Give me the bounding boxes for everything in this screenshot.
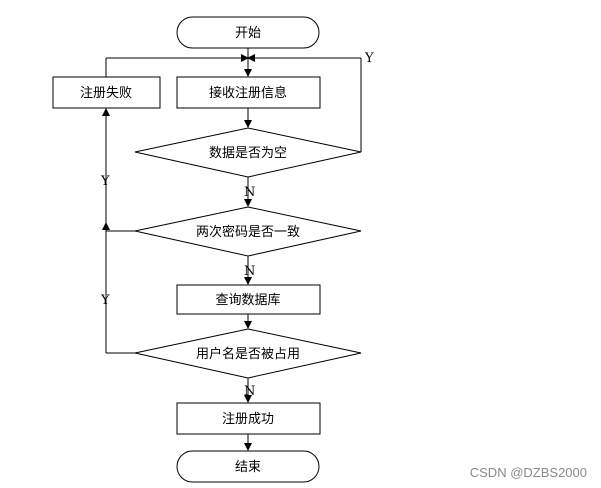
- password-no-label: N: [244, 264, 255, 279]
- data-empty-decision: 数据是否为空: [134, 127, 362, 178]
- end-terminator: 结束: [176, 450, 320, 483]
- start-terminator: 开始: [176, 16, 320, 49]
- taken-yes-label: Y: [100, 293, 110, 308]
- success-label: 注册成功: [222, 412, 274, 427]
- merge-arrow-right: [241, 54, 249, 62]
- success-box: 注册成功: [176, 402, 321, 435]
- data-empty-label: 数据是否为空: [209, 146, 287, 161]
- taken-no-label: N: [244, 384, 255, 399]
- fail-box: 注册失败: [52, 76, 161, 109]
- password-yes-label: Y: [100, 174, 110, 189]
- data-empty-yes-label: Y: [364, 51, 374, 66]
- merge-arrow-left: [247, 54, 255, 62]
- start-label: 开始: [235, 26, 261, 41]
- receive-info-box: 接收注册信息: [176, 76, 321, 109]
- username-taken-decision: 用户名是否被占用: [134, 328, 362, 379]
- password-match-label: 两次密码是否一致: [196, 224, 300, 240]
- data-empty-no-label: N: [244, 185, 255, 200]
- left-return-arrow-mid: [102, 222, 110, 230]
- watermark: CSDN @DZBS2000: [470, 465, 587, 480]
- fail-label: 注册失败: [80, 86, 132, 101]
- username-taken-label: 用户名是否被占用: [196, 346, 300, 362]
- password-match-decision: 两次密码是否一致: [134, 206, 362, 257]
- receive-info-label: 接收注册信息: [209, 85, 287, 101]
- query-db-box: 查询数据库: [176, 284, 321, 315]
- query-db-label: 查询数据库: [215, 292, 280, 308]
- end-label: 结束: [235, 460, 261, 475]
